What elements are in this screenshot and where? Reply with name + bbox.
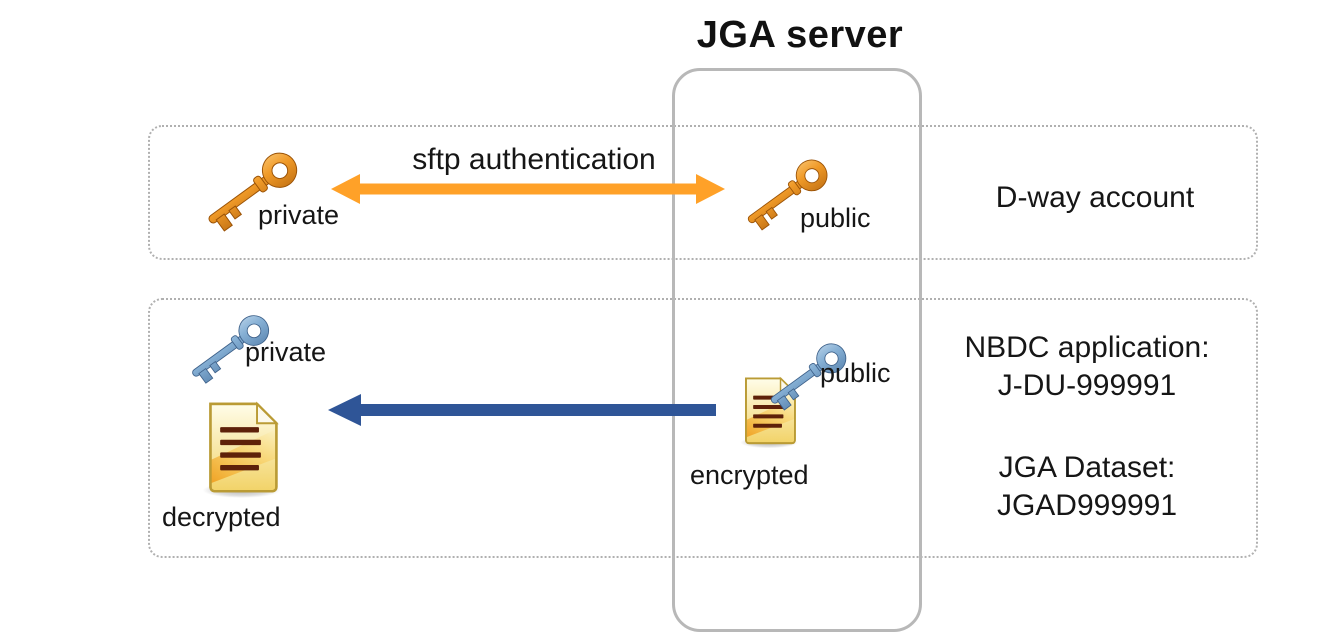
jga-dataset-label: JGA Dataset: [998, 451, 1176, 484]
sftp-double-arrow-icon [331, 174, 725, 204]
decrypt-arrow-icon [328, 394, 716, 426]
dataset-info-text: NBDC application: J-DU-999991 JGA Datase… [922, 329, 1252, 525]
dway-public-key-label: public [800, 203, 871, 233]
dway-account-label: D-way account [995, 181, 1195, 214]
dataset-public-key-label: public [820, 358, 891, 388]
nbdc-application-label: NBDC application: [964, 331, 1210, 364]
sftp-authentication-label: sftp authentication [412, 143, 656, 176]
encrypted-label: encrypted [690, 460, 809, 490]
jga-server-box [672, 68, 922, 632]
dataset-box [148, 298, 1258, 558]
dataset-private-key-label: private [245, 337, 327, 367]
jga-server-title: JGA server [696, 14, 904, 56]
decrypted-label: decrypted [162, 502, 281, 532]
dway-account-box [148, 125, 1258, 260]
dway-private-key-label: private [258, 200, 340, 230]
decrypted-document-icon [201, 402, 282, 500]
jga-dataset-id: JGAD999991 [996, 489, 1178, 522]
nbdc-application-id: J-DU-999991 [997, 369, 1177, 402]
